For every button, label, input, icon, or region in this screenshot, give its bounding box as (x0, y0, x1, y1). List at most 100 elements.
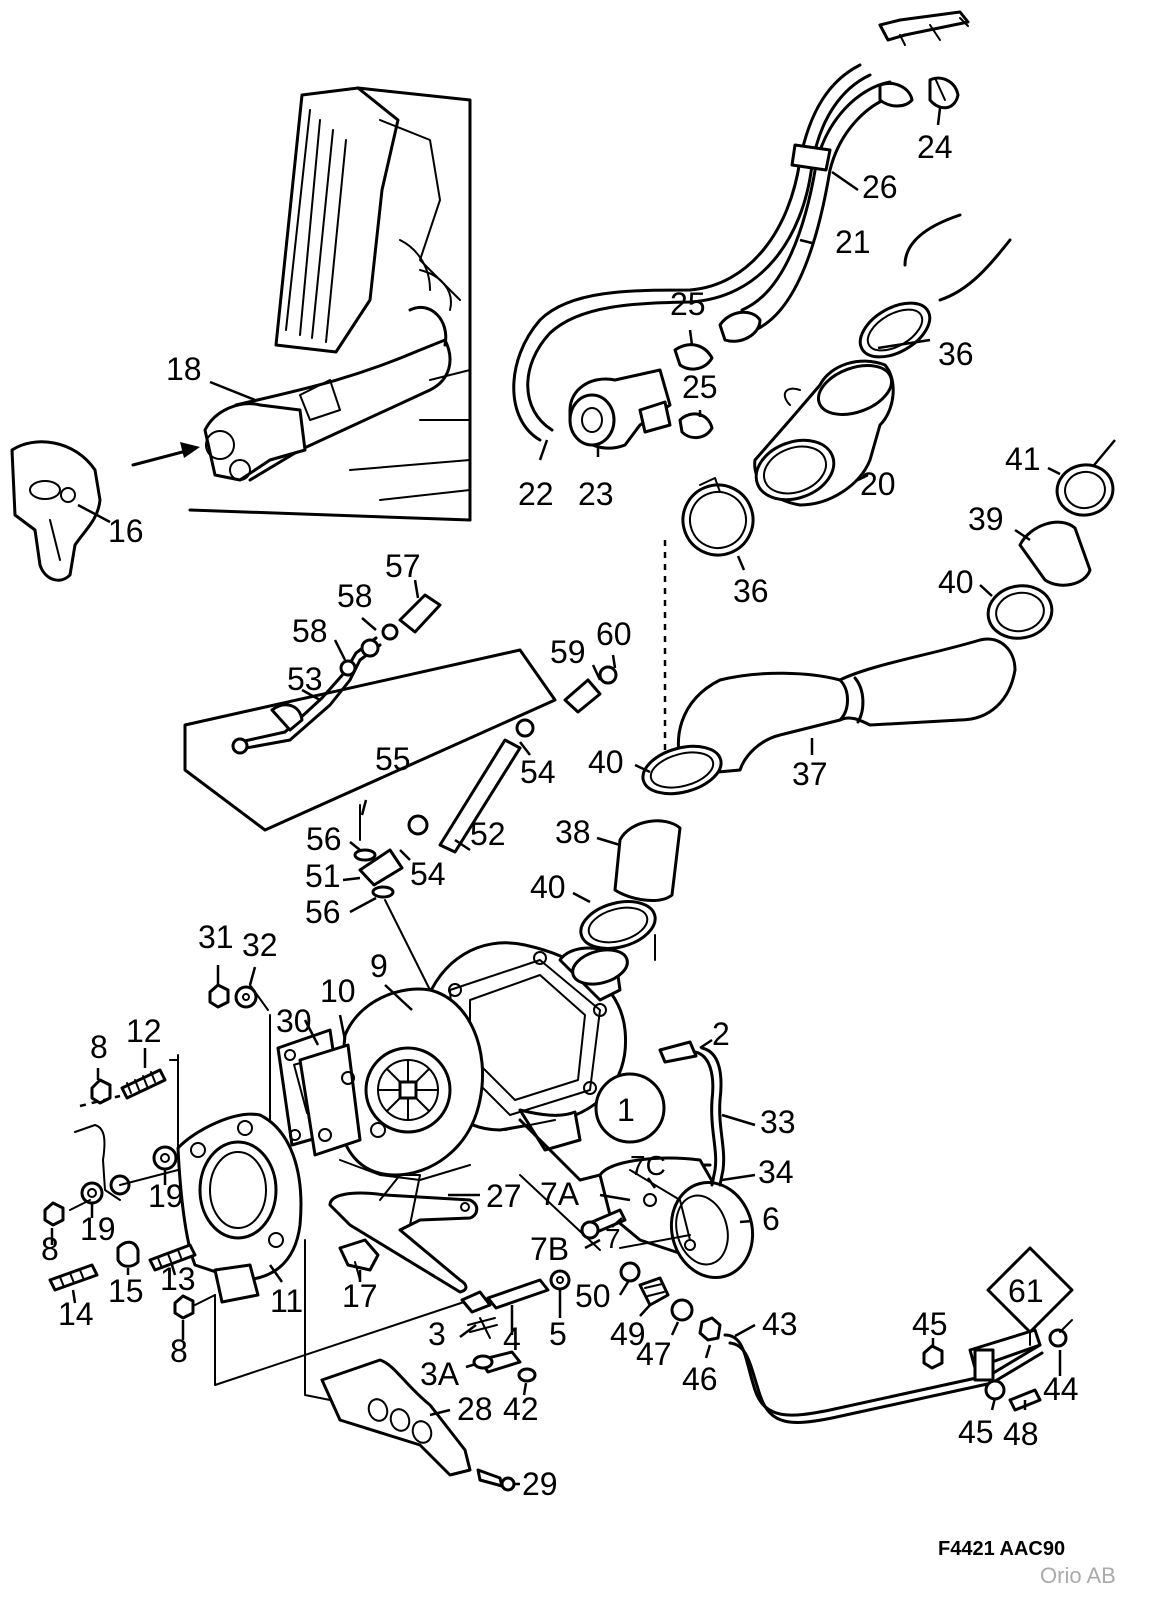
callout-44: 44 (1043, 1371, 1079, 1407)
watermark: Orio AB (1040, 1563, 1116, 1588)
callout-7: 7 (605, 1223, 621, 1254)
callout-32: 32 (242, 927, 278, 963)
callout-7C: 7C (630, 1150, 666, 1181)
part-23-bypass-valve (538, 329, 714, 461)
callout-12: 12 (126, 1013, 162, 1049)
callout-29: 29 (522, 1466, 558, 1502)
callout-28: 28 (457, 1391, 493, 1427)
lower-clamps-sleeve (572, 744, 723, 966)
callout-39: 39 (968, 501, 1004, 537)
callout-47: 47 (636, 1336, 672, 1372)
callout-23: 23 (578, 476, 614, 512)
group-marker-1-text: 1 (617, 1092, 635, 1128)
callout-54b: 54 (410, 856, 446, 892)
callout-18: 18 (166, 351, 202, 387)
callout-45a: 45 (912, 1306, 948, 1342)
right-clamps-and-sleeve (979, 439, 1116, 640)
callout-58a: 58 (337, 578, 373, 614)
part-43-oil-return (618, 1246, 1074, 1424)
part-33-pressure-line (658, 1038, 756, 1187)
diamond-marker-61-text: 61 (1008, 1273, 1044, 1309)
part-37-charge-pipe (677, 637, 1017, 777)
part-28-bracket (304, 1239, 520, 1492)
callout-16: 16 (108, 513, 144, 549)
callout-6: 6 (762, 1201, 780, 1237)
callout-54a: 54 (520, 754, 556, 790)
turbocharger-assembly (336, 941, 712, 1251)
callout-49: 49 (610, 1316, 646, 1352)
callout-48: 48 (1003, 1416, 1039, 1452)
callout-40a: 40 (938, 564, 974, 600)
callout-45b: 45 (958, 1414, 994, 1450)
callout-20: 20 (860, 466, 896, 502)
callout-22: 22 (518, 476, 554, 512)
callout-50: 50 (575, 1278, 611, 1314)
callout-60: 60 (596, 616, 632, 652)
callout-27: 27 (486, 1178, 522, 1214)
callout-19a: 19 (148, 1178, 184, 1214)
callout-25b: 25 (682, 369, 718, 405)
callout-3: 3 (428, 1316, 446, 1352)
figure-code: F4421 AAC90 (938, 1538, 1066, 1560)
callout-26: 26 (862, 169, 898, 205)
callout-40c: 40 (530, 869, 566, 905)
callout-42: 42 (503, 1391, 539, 1427)
engine-bay-inset (131, 86, 472, 522)
callout-24: 24 (917, 129, 953, 165)
callout-5: 5 (549, 1316, 567, 1352)
callout-2: 2 (712, 1016, 730, 1052)
connecting-rod-parts (459, 1269, 571, 1396)
callout-30: 30 (276, 1003, 312, 1039)
part-30-gasket (249, 984, 362, 1157)
part-53-oil-line (183, 579, 557, 832)
callout-55: 55 (375, 741, 411, 777)
callout-7A: 7A (540, 1176, 580, 1212)
callout-14: 14 (58, 1296, 94, 1332)
callout-31: 31 (198, 919, 234, 955)
callout-25a: 25 (670, 286, 706, 322)
callout-57: 57 (385, 548, 421, 584)
callout-11: 11 (270, 1283, 303, 1319)
callout-36b: 36 (733, 573, 769, 609)
callout-labels: 18 16 24 26 21 25 25 36 22 23 20 41 39 4… (41, 129, 1079, 1502)
part-20-intake-elbow (663, 213, 1012, 760)
callout-8c: 8 (170, 1333, 188, 1369)
part-11-exhaust-flange (169, 1054, 471, 1386)
vacuum-hoses (512, 10, 970, 442)
callout-56a: 56 (306, 821, 342, 857)
callout-46: 46 (682, 1361, 718, 1397)
callout-40b: 40 (588, 744, 624, 780)
callout-36a: 36 (938, 336, 974, 372)
callout-3A: 3A (420, 1356, 460, 1392)
callout-21: 21 (835, 224, 871, 260)
callout-10: 10 (320, 973, 356, 1009)
left-fasteners (43, 1048, 216, 1340)
callout-15: 15 (108, 1273, 144, 1309)
callout-43: 43 (762, 1306, 798, 1342)
part-16-bracket (10, 440, 111, 582)
callout-59: 59 (550, 634, 586, 670)
callout-41: 41 (1005, 441, 1041, 477)
callout-33: 33 (760, 1104, 796, 1140)
callout-9: 9 (370, 948, 388, 984)
callout-37: 37 (792, 756, 828, 792)
callout-19b: 19 (80, 1211, 116, 1247)
callout-34: 34 (758, 1154, 794, 1190)
part-27-support-bracket (328, 1174, 480, 1294)
callout-7B: 7B (530, 1231, 569, 1267)
callout-8a: 8 (90, 1029, 108, 1065)
callout-13: 13 (160, 1261, 196, 1297)
callout-51: 51 (305, 858, 341, 894)
group-marker-1 (594, 1072, 666, 1144)
callout-58b: 58 (292, 613, 328, 649)
callout-17: 17 (342, 1278, 378, 1314)
parts-31-32-nut-washer (208, 965, 258, 1009)
callout-4: 4 (503, 1321, 521, 1357)
callout-8b: 8 (41, 1231, 59, 1267)
part-52-hose (342, 654, 618, 991)
callout-53: 53 (287, 661, 323, 697)
callout-52: 52 (470, 816, 506, 852)
callout-38: 38 (555, 814, 591, 850)
callout-56b: 56 (305, 894, 341, 930)
